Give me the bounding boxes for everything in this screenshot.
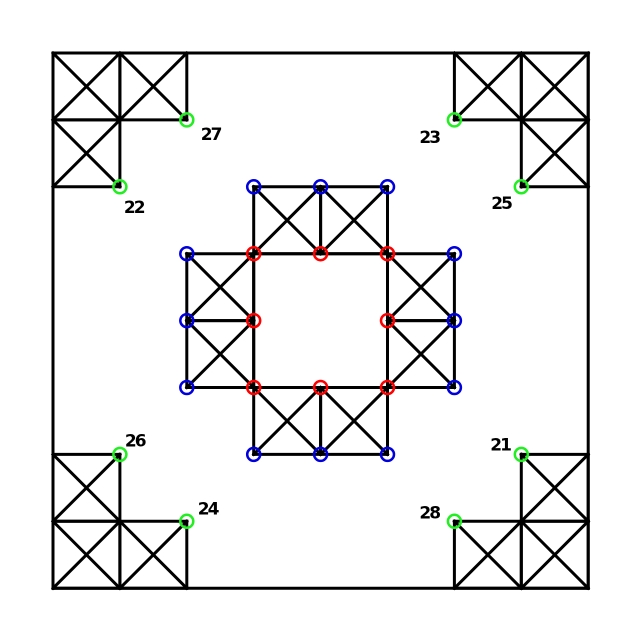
cell-diagonal bbox=[385, 251, 457, 323]
cell-diagonal bbox=[318, 385, 390, 457]
inner-node bbox=[379, 379, 396, 396]
anchor-node-25 bbox=[513, 179, 530, 195]
cell-diagonal bbox=[452, 519, 524, 591]
outer-node bbox=[379, 446, 396, 463]
inner-node bbox=[245, 312, 262, 329]
anchor-label: 21 bbox=[490, 435, 511, 455]
cell-diagonal bbox=[184, 251, 256, 323]
anchor-label: 28 bbox=[419, 503, 440, 523]
anchor-node-27 bbox=[179, 112, 195, 128]
outer-node bbox=[245, 446, 262, 463]
anchor-label: 25 bbox=[491, 194, 512, 214]
inner-node bbox=[245, 379, 262, 396]
outer-node bbox=[312, 446, 329, 463]
inner-node bbox=[312, 245, 329, 262]
cell-diagonal bbox=[50, 519, 123, 591]
outer-node bbox=[179, 312, 195, 329]
anchor-node-23 bbox=[446, 112, 463, 128]
cell-diagonal bbox=[50, 50, 123, 123]
anchor-label: 27 bbox=[201, 125, 222, 145]
cell-diagonal bbox=[318, 184, 390, 256]
cell-diagonal bbox=[251, 184, 323, 256]
outer-node bbox=[446, 312, 463, 329]
inner-node bbox=[379, 312, 396, 329]
anchor-label: 23 bbox=[419, 128, 440, 148]
inner-node bbox=[379, 245, 396, 262]
inner-node bbox=[245, 245, 262, 262]
outer-node bbox=[179, 245, 195, 262]
anchor-label: 24 bbox=[198, 499, 220, 519]
cell-diagonal bbox=[184, 318, 256, 390]
cell-diagonal bbox=[519, 117, 591, 189]
anchor-label: 26 bbox=[125, 431, 146, 451]
cell-diagonal bbox=[50, 117, 123, 189]
outer-node bbox=[446, 245, 463, 262]
cell-diagonal bbox=[50, 452, 123, 524]
cell-diagonal bbox=[385, 318, 457, 390]
cell-diagonal bbox=[519, 452, 591, 524]
outer-node bbox=[179, 379, 195, 396]
outer-node bbox=[446, 379, 463, 396]
cell-diagonal bbox=[117, 50, 189, 123]
outer-node bbox=[312, 179, 329, 195]
anchor-node-26 bbox=[112, 446, 128, 463]
cell-diagonal bbox=[452, 50, 524, 123]
anchor-node-22 bbox=[112, 179, 128, 195]
outer-node bbox=[245, 179, 262, 195]
anchor-label: 22 bbox=[124, 198, 145, 218]
anchor-node-21 bbox=[513, 446, 530, 463]
cell-diagonal bbox=[519, 519, 591, 591]
anchor-node-28 bbox=[446, 513, 463, 530]
outer-node bbox=[379, 179, 396, 195]
cell-diagonal bbox=[519, 50, 591, 123]
inner-node bbox=[312, 379, 329, 396]
anchor-node-24 bbox=[179, 513, 195, 530]
cell-diagonal bbox=[251, 385, 323, 457]
cell-diagonal bbox=[117, 519, 189, 591]
